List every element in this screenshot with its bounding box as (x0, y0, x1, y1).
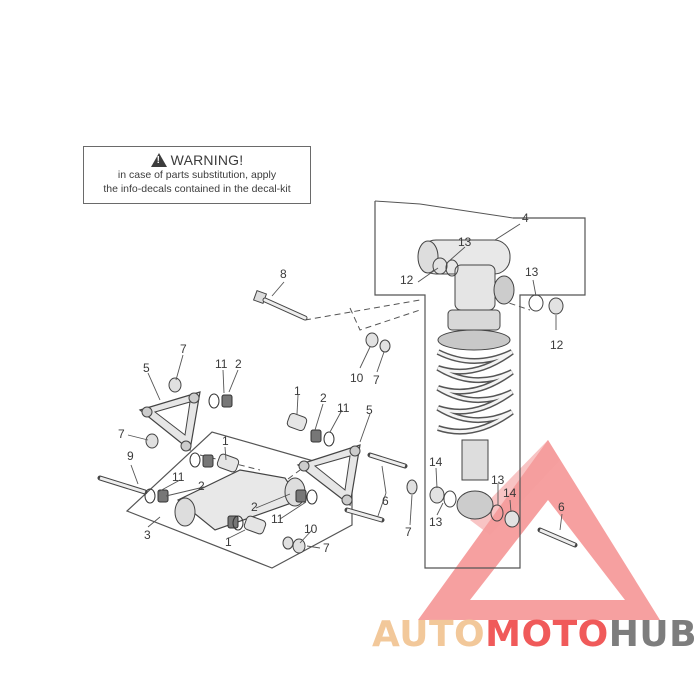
callout-6: 6 (558, 500, 565, 514)
callout-7: 7 (373, 373, 380, 387)
callout-2: 2 (320, 391, 327, 405)
callout-1: 1 (225, 535, 232, 549)
bolts (97, 452, 578, 548)
callout-13: 13 (525, 265, 539, 279)
callout-7: 7 (118, 427, 125, 441)
watermark-brand: AUTOMOTOHUB (372, 614, 697, 655)
brand-hub: HUB (608, 614, 698, 655)
callout-11: 11 (271, 512, 284, 526)
callout-14: 14 (429, 455, 443, 469)
callout-7: 7 (405, 525, 412, 539)
callout-11: 11 (337, 401, 350, 415)
callout-8: 8 (280, 267, 287, 281)
warning-triangle-icon (150, 153, 167, 167)
leader-lines (127, 223, 563, 549)
nuts (145, 377, 418, 554)
callout-13: 13 (491, 473, 505, 487)
callout-9: 9 (127, 449, 134, 463)
bolt-8 (252, 289, 308, 321)
callout-4: 4 (522, 211, 529, 225)
callout-5: 5 (143, 361, 150, 375)
callout-7: 7 (180, 342, 187, 356)
callout-numbers: 4 13 12 13 12 8 5 7 11 2 7 9 1 11 2 3 1 … (118, 211, 565, 555)
brand-moto: MOTO (485, 614, 609, 655)
callout-1: 1 (222, 434, 229, 448)
warning-line-2: the info-decals contained in the decal-k… (103, 183, 291, 195)
bearings (144, 393, 335, 531)
callout-11: 11 (215, 357, 228, 371)
callout-2: 2 (235, 357, 242, 371)
brand-auto: AUTO (372, 614, 486, 655)
callout-12: 12 (550, 338, 564, 352)
bushings (216, 412, 308, 535)
watermark-triangle-icon (418, 440, 660, 620)
shock-group-outline (374, 201, 586, 569)
warning-line-1: in case of parts substitution, apply (117, 169, 277, 181)
callout-14: 14 (503, 486, 517, 500)
bracket-5-left (138, 391, 201, 452)
callout-13: 13 (429, 515, 443, 529)
linkage-rocker (174, 469, 306, 531)
callout-1: 1 (294, 384, 301, 398)
callout-5: 5 (366, 403, 373, 417)
callout-10: 10 (350, 371, 364, 385)
bracket-5-right (296, 444, 361, 507)
callout-2: 2 (198, 479, 205, 493)
callout-2: 2 (251, 500, 258, 514)
callout-7: 7 (323, 541, 330, 555)
callout-3: 3 (144, 528, 151, 542)
callout-11: 11 (172, 470, 185, 484)
warning-notice: WARNING! in case of parts substitution, … (83, 146, 311, 204)
callout-6: 6 (382, 494, 389, 508)
callout-10: 10 (304, 522, 318, 536)
callout-13: 13 (458, 235, 472, 249)
callout-12: 12 (400, 273, 414, 287)
warning-title: WARNING! (170, 152, 244, 168)
